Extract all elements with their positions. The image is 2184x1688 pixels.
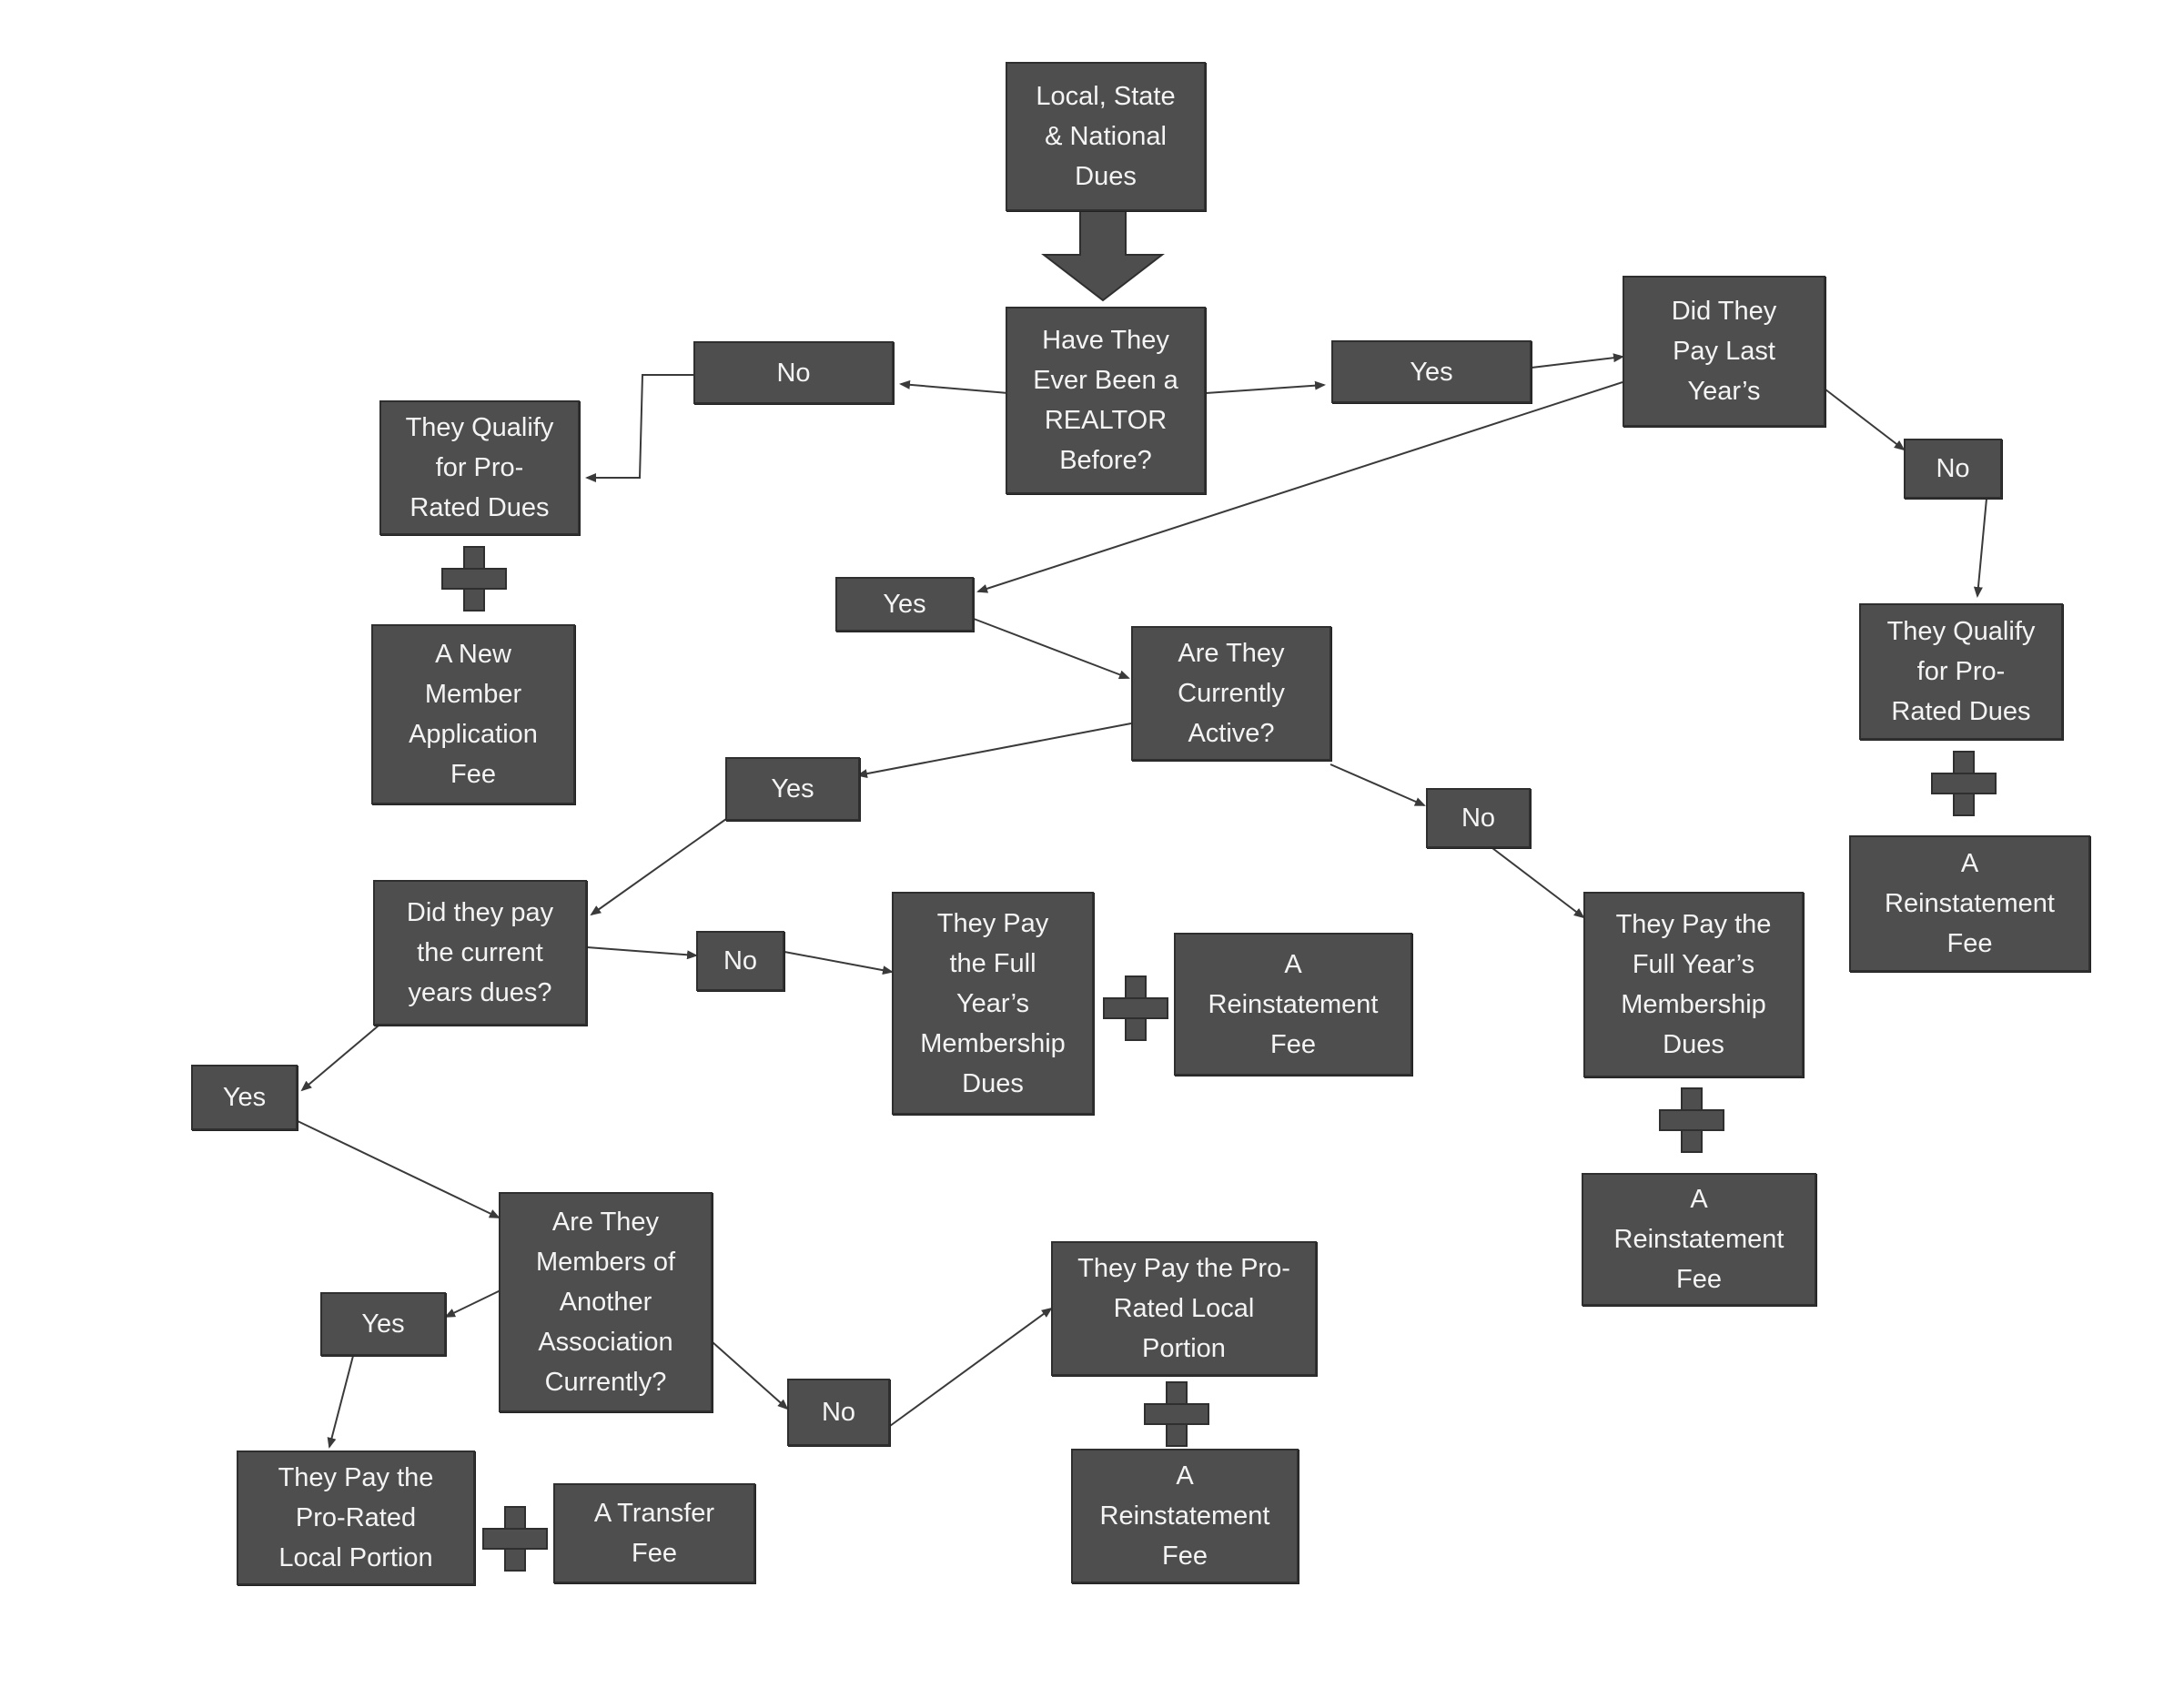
ever-realtor-question: Have They Ever Been a REALTOR Before? [1006, 307, 1206, 494]
qualify-prorated-left-box: They Qualify for Pro- Rated Dues [379, 400, 580, 535]
other-assoc-no-box: No [787, 1379, 890, 1446]
connector-other-assoc-to-yes [444, 1289, 501, 1318]
paid-last-yes-box: Yes [835, 577, 974, 632]
prorated-local-mid-box: They Pay the Pro- Rated Local Portion [1051, 1241, 1317, 1376]
other-assoc-yes-box: Yes [320, 1292, 446, 1356]
other-assoc-no-label: No [821, 1398, 856, 1427]
paid-last-no-box: No [1904, 439, 2002, 499]
prorated-local-left-label: They Pay the Pro-Rated Local Portion [278, 1463, 434, 1572]
connector-paid-last-to-yes [976, 381, 1623, 593]
prorated-local-left-box: They Pay the Pro-Rated Local Portion [237, 1450, 475, 1585]
qualify-prorated-right-label: They Qualify for Pro- Rated Dues [1886, 617, 2036, 726]
currently-active-question: Are They Currently Active? [1131, 626, 1331, 761]
pay-full-mid-label: They Pay the Full Year’s Membership Dues [920, 908, 1066, 1098]
other-association-label: Are They Members of Another Association … [535, 1208, 676, 1397]
paid-last-yes-label: Yes [883, 590, 926, 619]
paid-current-yes-label: Yes [222, 1083, 267, 1112]
connector-active-to-yes [856, 723, 1132, 779]
connector-yes-to-paid-current [590, 818, 727, 916]
connector-no-to-pay-full-right [1491, 847, 1585, 919]
reinstatement-fee-mid-box: A Reinstatement Fee [1174, 933, 1412, 1076]
new-member-fee-box: A New Member Application Fee [371, 624, 575, 804]
connector-yes-to-active [973, 618, 1130, 680]
connector-yes-to-other-assoc [297, 1120, 500, 1218]
connector-other-assoc-to-no [712, 1341, 789, 1410]
ever-realtor-no-label: No [776, 358, 811, 388]
connector-paid-current-to-yes [300, 1025, 379, 1092]
paid-current-label: Did they pay the current years dues? [406, 898, 554, 1007]
plus-icon [1103, 975, 1168, 1041]
plus-icon [482, 1506, 548, 1572]
reinstatement-fee-right-box: A Reinstatement Fee [1849, 835, 2090, 972]
paid-last-year-label: Did They Pay Last Year’s [1671, 297, 1777, 406]
other-association-question: Are They Members of Another Association … [499, 1192, 713, 1412]
paid-current-no-label: No [723, 946, 758, 975]
reinstatement-fee-bottom-box: A Reinstatement Fee [1071, 1449, 1299, 1583]
big-down-arrow [1041, 210, 1165, 302]
reinstatement-fee-right2-label: A Reinstatement Fee [1613, 1185, 1785, 1294]
plus-icon [441, 546, 507, 612]
connector-ever-to-no [899, 379, 1009, 394]
reinstatement-fee-mid-label: A Reinstatement Fee [1208, 949, 1379, 1059]
connector-no-to-pay-full-mid [784, 951, 894, 975]
paid-current-question: Did they pay the current years dues? [373, 880, 587, 1026]
transfer-fee-box: A Transfer Fee [553, 1483, 755, 1583]
transfer-fee-label: A Transfer Fee [593, 1499, 715, 1568]
other-assoc-yes-label: Yes [361, 1309, 405, 1339]
reinstatement-fee-right2-box: A Reinstatement Fee [1582, 1173, 1816, 1306]
qualify-prorated-left-label: They Qualify for Pro- Rated Dues [405, 413, 554, 522]
prorated-local-mid-label: They Pay the Pro- Rated Local Portion [1077, 1254, 1290, 1363]
pay-full-mid-box: They Pay the Full Year’s Membership Dues [892, 892, 1094, 1115]
paid-last-year-question: Did They Pay Last Year’s [1623, 276, 1825, 427]
connector-paid-current-to-no [586, 946, 698, 960]
connector-yes-to-prorated-left [327, 1355, 354, 1449]
connector-no-to-qualify-left [585, 374, 693, 482]
reinstatement-fee-bottom-label: A Reinstatement Fee [1099, 1461, 1270, 1571]
currently-active-label: Are They Currently Active? [1178, 639, 1285, 748]
paid-last-no-label: No [1936, 454, 1970, 483]
ever-realtor-label: Have They Ever Been a REALTOR Before? [1033, 326, 1178, 475]
connector-paid-last-to-no [1825, 389, 1906, 451]
plus-icon [1659, 1087, 1724, 1153]
paid-current-no-box: No [696, 931, 784, 991]
start-dues-label: Local, State & National Dues [1036, 82, 1176, 191]
pay-full-right-box: They Pay the Full Year’s Membership Dues [1583, 892, 1804, 1077]
connector-yes-to-paid-last [1531, 353, 1624, 369]
ever-realtor-no-box: No [693, 341, 894, 404]
connector-active-to-no [1330, 763, 1426, 806]
plus-icon [1931, 751, 1997, 816]
connector-no-to-prorated-mid [889, 1307, 1053, 1427]
active-no-label: No [1461, 804, 1496, 833]
active-no-box: No [1426, 788, 1531, 848]
connector-ever-to-yes [1205, 380, 1326, 394]
plus-icon [1144, 1381, 1209, 1447]
pay-full-right-label: They Pay the Full Year’s Membership Dues [1615, 910, 1772, 1059]
reinstatement-fee-right-label: A Reinstatement Fee [1885, 849, 2055, 958]
connector-no-to-qualify-right [1973, 498, 1987, 598]
qualify-prorated-right-box: They Qualify for Pro- Rated Dues [1859, 603, 2063, 740]
ever-realtor-yes-label: Yes [1410, 357, 1453, 387]
start-dues-box: Local, State & National Dues [1006, 62, 1206, 211]
active-yes-box: Yes [725, 757, 860, 821]
paid-current-yes-box: Yes [191, 1065, 298, 1130]
new-member-fee-label: A New Member Application Fee [409, 640, 538, 789]
ever-realtor-yes-box: Yes [1331, 340, 1532, 403]
active-yes-label: Yes [771, 774, 814, 804]
